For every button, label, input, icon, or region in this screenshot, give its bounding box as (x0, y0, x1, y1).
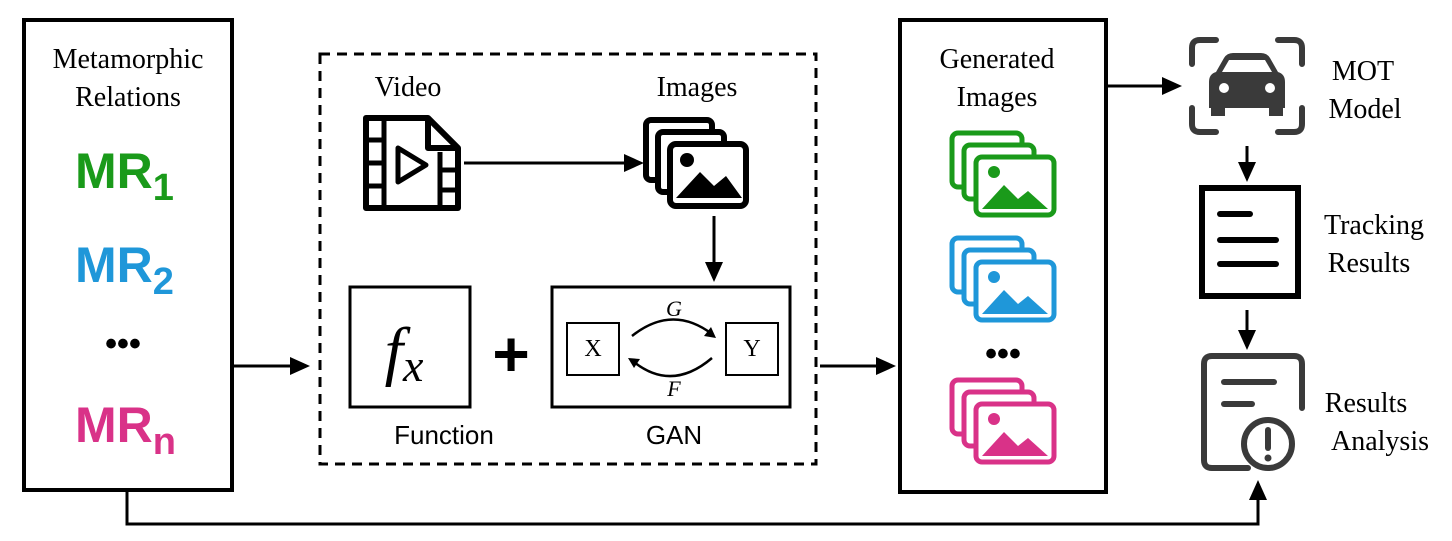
gan-backward-arrow-head (628, 358, 640, 368)
gan-label: GAN (646, 420, 702, 450)
car-icon (1209, 53, 1285, 116)
arrow-tracking-to-analysis-head (1238, 330, 1256, 350)
gan-domain-y: Y (743, 336, 760, 362)
function-label: Function (394, 420, 494, 450)
tracking-label-line2: Results (1328, 248, 1410, 279)
gan-domain-y-box (725, 322, 779, 376)
image-stack-icon (643, 117, 749, 209)
mr-item-n-base: MR (75, 397, 153, 453)
analysis-label-line1: Results (1325, 388, 1407, 419)
gan-forward-arrow (631, 318, 713, 337)
arrow-mr-to-analysis (125, 490, 1260, 526)
analysis-label-line2: Analysis (1331, 426, 1429, 457)
mr-item-1: MR1 (75, 143, 174, 209)
generation-panel-border (318, 52, 818, 466)
gan-domain-x-box (566, 322, 620, 376)
car-detection-icon (1189, 37, 1305, 135)
gan-domain-x: X (584, 336, 601, 362)
mr-item-2: MR2 (75, 237, 174, 303)
mr-item-2-sub: 2 (153, 261, 174, 303)
arrow-video-to-images-head (624, 154, 644, 172)
gan-forward-arrow-head (704, 327, 716, 338)
mot-label-line2: Model (1328, 94, 1401, 125)
mr-item-2-base: MR (75, 237, 153, 293)
gan-forward-label: G (666, 296, 682, 321)
mr-title-line2: Relations (75, 82, 181, 113)
function-symbol: fx (385, 315, 424, 391)
plus-sign: + (492, 318, 529, 390)
mot-label-line1: MOT (1332, 56, 1394, 87)
metamorphic-relations-panel: Metamorphic Relations MR1 MR2 ••• MRn (22, 18, 234, 492)
arrow-generation-to-generated-head (876, 357, 896, 375)
mr-item-n: MRn (75, 397, 176, 463)
mr-title-line1: Metamorphic (53, 44, 204, 75)
generated-images-panel: Generated Images ••• (898, 18, 1108, 494)
video-label: Video (375, 72, 442, 103)
mr-ellipsis: ••• (105, 325, 141, 363)
generated-ellipsis: ••• (985, 335, 1021, 373)
function-symbol-sub: x (402, 340, 424, 391)
image-stack-blue-icon (949, 235, 1057, 323)
images-label: Images (657, 72, 738, 103)
arrow-mot-to-tracking-head (1238, 162, 1256, 182)
gan-backward-label: F (666, 376, 681, 401)
tracking-label-line1: Tracking (1324, 210, 1424, 241)
image-stack-green-icon (949, 130, 1057, 218)
generated-title-line1: Generated (939, 44, 1054, 75)
gan-box: X Y G F (550, 285, 792, 409)
function-box (348, 285, 472, 409)
gan-backward-arrow (633, 357, 713, 378)
report-warning-icon (1201, 353, 1305, 471)
mr-item-1-base: MR (75, 143, 153, 199)
arrow-generated-to-mot-head (1162, 77, 1182, 95)
document-icon (1199, 185, 1301, 299)
video-file-icon (363, 115, 461, 211)
arrow-mr-to-analysis-head (1249, 480, 1267, 500)
generated-title-line2: Images (957, 82, 1038, 113)
mr-panel-border (22, 18, 234, 492)
arrow-mr-to-generation-head (290, 357, 310, 375)
generation-panel: Video Images (318, 52, 818, 466)
mr-item-1-sub: 1 (153, 167, 174, 209)
image-stack-pink-icon (949, 377, 1057, 465)
arrow-images-to-gan-head (705, 262, 723, 282)
mr-item-n-sub: n (153, 421, 176, 463)
